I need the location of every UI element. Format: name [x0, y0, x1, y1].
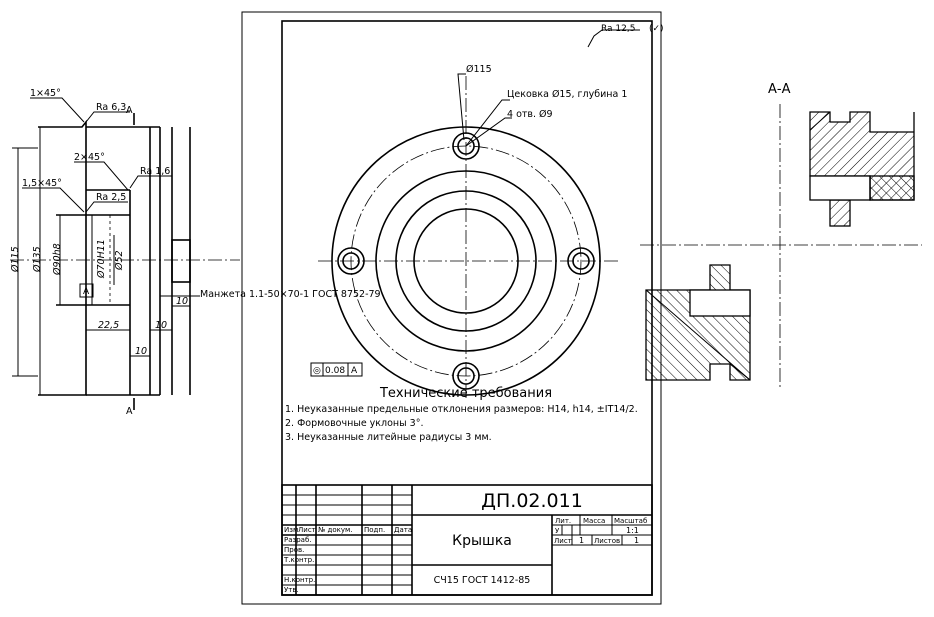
scale-label: Масштаб: [614, 517, 647, 525]
general-roughness-mark: (✓): [649, 24, 664, 34]
roughness-r2: Ra 1,6: [140, 166, 170, 177]
chamfer-2: 2×45°: [74, 152, 105, 163]
requirements-title: Технические требования: [379, 386, 552, 401]
dim-d135: Ø135: [32, 246, 43, 273]
datum-label: A: [83, 287, 90, 297]
dim-10-c: 10: [176, 296, 188, 307]
side-view: Ø115 Ø135 Ø90h8 Ø70H11 Ø52 22,5 10 10 10…: [10, 88, 381, 417]
dim-10-b: 10: [135, 346, 147, 357]
mounting-hole-top: [452, 132, 480, 160]
sheets-value: 1: [634, 536, 639, 545]
requirement-3: 3. Неуказанные литейные радиусы 3 мм.: [285, 432, 492, 443]
roughness-r1: Ra 6,3: [96, 102, 126, 113]
counterbore-callout: Цековка Ø15, глубина 1: [507, 89, 627, 100]
bolt-circle-callout: Ø115: [466, 64, 492, 75]
roughness-r3: Ra 2,5: [96, 192, 126, 203]
dim-10-a: 10: [155, 320, 167, 331]
col-header-list: Лист: [298, 526, 316, 534]
section-upper-boss: [829, 199, 851, 227]
requirement-2: 2. Формовочные уклоны 3°.: [285, 418, 423, 429]
cut-mark-top: А: [126, 105, 133, 116]
dim-22-5: 22,5: [98, 320, 119, 331]
title-block: Изм Лист № докум. Подп. Дата Разраб. Про…: [281, 484, 653, 596]
tolerance-frame: ◎ 0.08 A: [310, 362, 363, 377]
seal-note: Манжета 1.1-50×70-1 ГОСТ 8752-79: [200, 289, 381, 300]
chamfer-3: 1,5×45°: [22, 178, 62, 189]
section-lower-body: [645, 264, 751, 381]
col-header-date: Дата: [394, 526, 412, 534]
part-name: Крышка: [452, 533, 512, 549]
dim-d115: Ø115: [10, 246, 21, 273]
tolerance-symbol: ◎: [313, 366, 321, 376]
plan-view: Ø115 Цековка Ø15, глубина 1 4 отв. Ø9: [318, 64, 627, 400]
mounting-hole-bottom: [452, 362, 480, 390]
role-tech-control: Т.контр.: [283, 556, 314, 564]
mass-label: Масса: [583, 517, 605, 525]
tolerance-value: 0.08: [325, 366, 345, 376]
general-roughness: Ra 12,5 (✓): [587, 24, 664, 48]
holes-callout: 4 отв. Ø9: [507, 109, 553, 120]
lit-value: У: [555, 527, 560, 535]
dim-d70: Ø70H11: [96, 239, 107, 279]
chamfer-1: 1×45°: [30, 88, 61, 99]
section-view-a-a: А-А: [640, 82, 922, 390]
tolerance-datum: A: [351, 366, 358, 376]
role-checker: Пров.: [284, 546, 304, 554]
mounting-hole-right: [567, 247, 595, 275]
sheet-label: Лист: [554, 537, 572, 545]
drawing-designation: ДП.02.011: [481, 490, 583, 512]
cut-mark-bottom: А: [126, 406, 133, 417]
sheets-label: Листов: [594, 537, 620, 545]
col-header-sign: Подп.: [364, 526, 385, 534]
sheet-inner-frame: [281, 20, 653, 596]
col-header-doc: № докум.: [318, 526, 353, 534]
scale-value: 1:1: [626, 526, 639, 535]
dim-d52: Ø52: [114, 250, 125, 271]
technical-requirements: Технические требования 1. Неуказанные пр…: [285, 386, 638, 443]
requirement-1: 1. Неуказанные предельные отклонения раз…: [285, 404, 638, 415]
role-developer: Разраб.: [284, 536, 312, 544]
dim-d90: Ø90h8: [52, 243, 63, 276]
role-approver: Утв.: [284, 586, 299, 594]
section-label: А-А: [768, 82, 791, 97]
role-norm-control: Н.контр.: [284, 576, 315, 584]
col-header-izm: Изм: [284, 526, 298, 534]
general-roughness-text: Ra 12,5: [601, 24, 635, 34]
lit-label: Лит.: [555, 517, 571, 525]
part-material: СЧ15 ГОСТ 1412-85: [434, 575, 531, 586]
mounting-hole-left: [337, 247, 365, 275]
sheet-value: 1: [579, 536, 584, 545]
